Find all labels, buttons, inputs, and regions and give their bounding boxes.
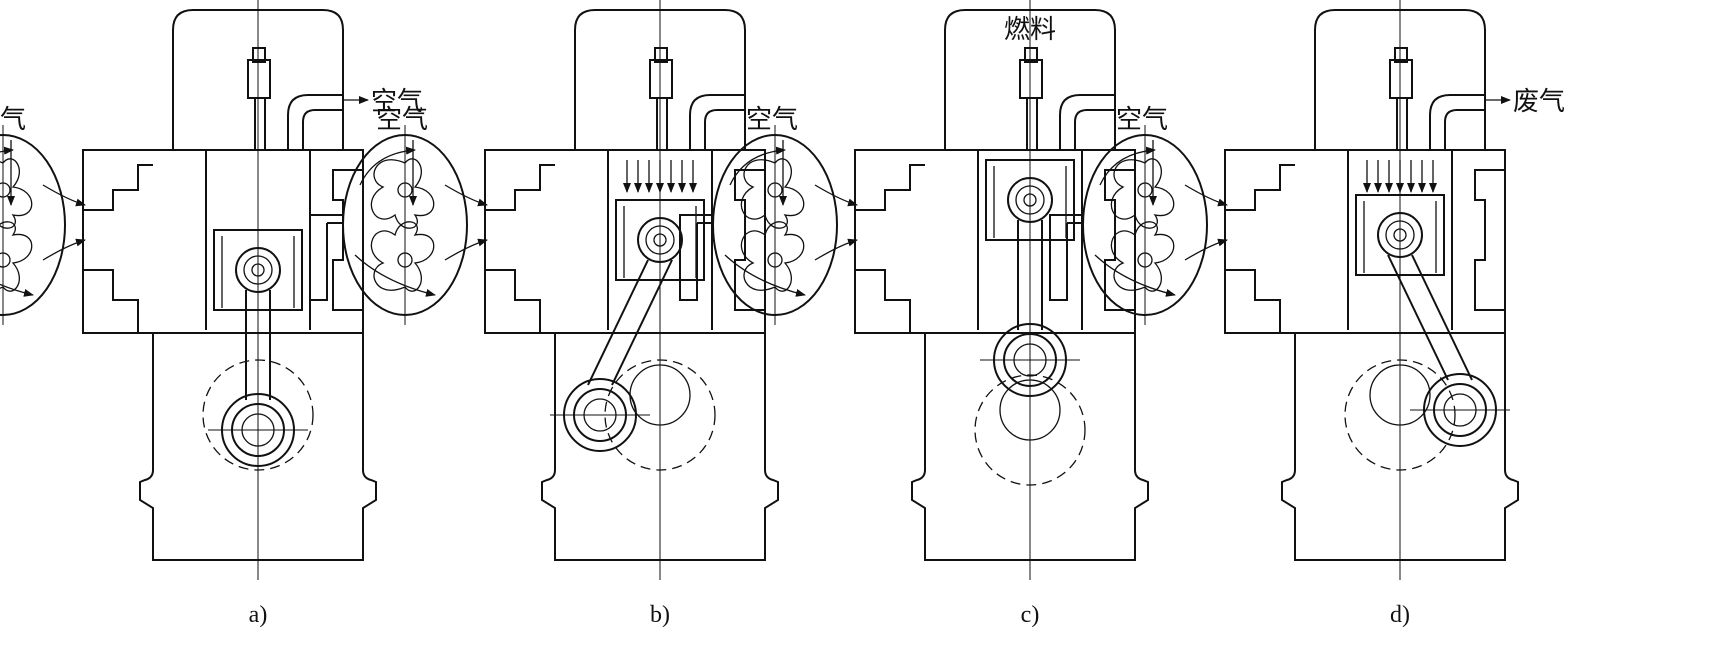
panel-b: 空气 b) <box>310 0 779 628</box>
crank-path <box>1344 359 1456 471</box>
roots-blower <box>310 125 487 325</box>
label-outlet: 空气 <box>371 87 423 117</box>
engine-outline <box>484 0 779 581</box>
label-air-left: 空气 <box>376 105 428 135</box>
panel-caption: b) <box>650 602 670 628</box>
panel-a: 空气空气a) <box>0 0 423 628</box>
counterweight <box>1369 364 1431 426</box>
label-air-left: 空气 <box>0 105 26 135</box>
panel-caption: c) <box>1021 602 1040 628</box>
rod-edge <box>611 259 673 386</box>
panel-d: 空气 废气 d) <box>1050 0 1565 628</box>
roots-blower <box>1050 125 1227 325</box>
counterweight <box>629 364 691 426</box>
rod-edge <box>587 259 649 386</box>
crank-path <box>202 359 314 471</box>
label-air-left: 空气 <box>1116 105 1168 135</box>
engine-outline <box>82 0 377 581</box>
engine-outline <box>854 0 1149 581</box>
rod-edge <box>1387 254 1449 381</box>
crank-path <box>604 359 716 471</box>
roots-blower <box>0 125 85 325</box>
counterweight <box>999 379 1061 441</box>
label-fuel: 燃料 <box>1004 15 1056 45</box>
roots-blower <box>680 125 857 325</box>
label-outlet: 废气 <box>1513 87 1565 117</box>
panel-c: 空气 燃料 c) <box>680 0 1149 628</box>
panel-caption: a) <box>249 602 268 628</box>
label-air-left: 空气 <box>746 105 798 135</box>
crank-path <box>974 374 1086 486</box>
panel-caption: d) <box>1390 602 1410 628</box>
rod-edge <box>1411 254 1473 381</box>
engine-outline <box>1224 0 1519 581</box>
